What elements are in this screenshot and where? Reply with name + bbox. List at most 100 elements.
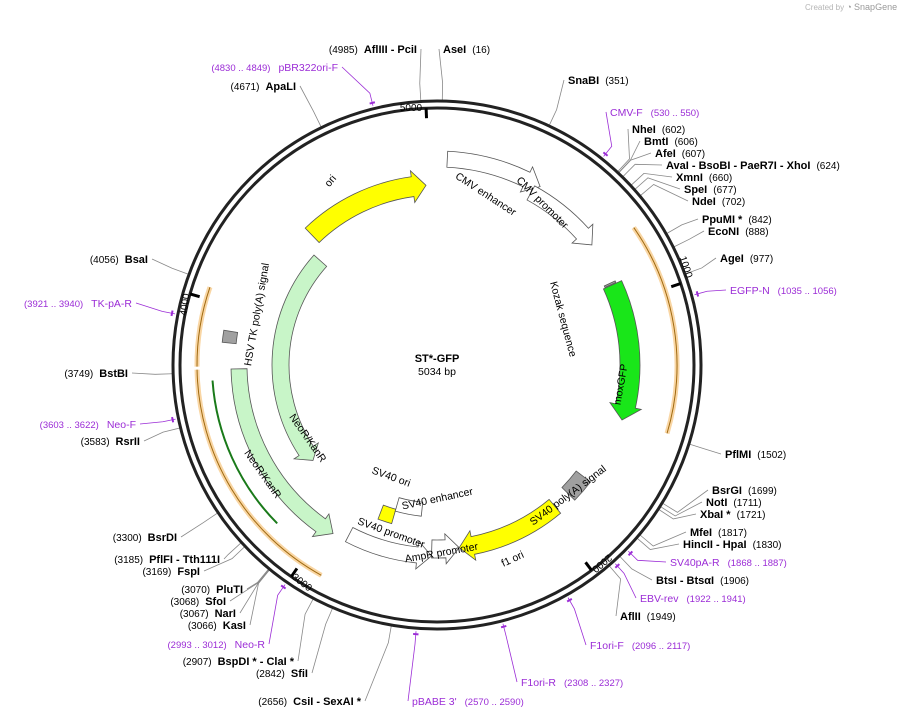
primer-label-neo-f: (3603 .. 3622)Neo-F: [40, 419, 136, 431]
site-line-nhei: [618, 129, 630, 171]
site-line-apali: [300, 86, 321, 127]
site-name: AgeI: [720, 253, 744, 265]
site-name: XmnI: [676, 172, 703, 184]
primer-name: pBABE 3': [412, 696, 457, 708]
snapgene-logo-icon: ◔: [846, 2, 851, 12]
primer-range: (2570 .. 2590): [465, 697, 524, 708]
site-name: BmtI: [644, 136, 668, 148]
site-position: (3067): [180, 609, 209, 620]
primer-name: EBV-rev: [640, 593, 679, 605]
site-position: (3070): [181, 585, 210, 596]
primer-line-neo-f: [140, 419, 176, 424]
primer-name: SV40pA-R: [670, 557, 720, 569]
site-label-btsi-bts-i: BtsI - BtsαI(1906): [656, 575, 749, 587]
site-label-kasi: (3066) KasI: [188, 620, 246, 632]
site-name: PflMI: [725, 449, 751, 461]
site-line-csii-sexai: [365, 626, 391, 701]
feature-label-sv40-enhancer: SV40 enhancer: [401, 486, 475, 513]
site-name: MfeI: [690, 527, 712, 539]
site-label-mfei: MfeI(1817): [690, 527, 747, 539]
site-name: AfeI: [655, 148, 676, 160]
site-line-econi: [674, 231, 704, 247]
site-position: (1830): [753, 540, 782, 551]
primer-label-f1ori-r: F1ori-R(2308 .. 2327): [521, 677, 623, 689]
site-label-sfii: (2842)SfiI: [256, 668, 308, 680]
site-label-apali: (4671)ApaLI: [231, 81, 296, 93]
primer-name: F1ori-F: [590, 640, 624, 652]
primer-label-f1ori-f: F1ori-F (2096 .. 2117): [590, 640, 690, 652]
primer-mark-neo-r: [281, 585, 285, 588]
primer-range: (1922 .. 1941): [687, 594, 746, 605]
site-name: BstBI: [99, 368, 128, 380]
site-name: KasI: [223, 620, 246, 632]
primer-name: Neo-F: [107, 419, 136, 431]
site-label-ppumi: PpuMI *(842): [702, 214, 772, 226]
site-line-aflii: [610, 566, 621, 616]
site-line-bsrdi: [181, 513, 217, 537]
feature-hsv-tk-poly-a-signal: [222, 330, 237, 343]
primer-label-neo-r: (2993 .. 3012)Neo-R: [168, 639, 266, 651]
site-position: (702): [722, 197, 745, 208]
site-position: (16): [472, 45, 490, 56]
feature-label-sv40-ori: SV40 ori: [370, 465, 412, 490]
site-name: RsrII: [116, 436, 140, 448]
site-line-spei: [635, 178, 680, 189]
site-position: (3066): [188, 621, 217, 632]
site-position: (660): [709, 173, 732, 184]
site-line-asei: [439, 49, 443, 100]
site-label-afei: AfeI(607): [655, 148, 705, 160]
site-name: NheI: [632, 124, 656, 136]
snapgene-credit: Created by ◔ SnapGene: [805, 2, 897, 12]
site-line-xbai: [659, 510, 696, 519]
primer-range: (530 .. 550): [651, 108, 700, 119]
site-name: FspI: [177, 566, 200, 578]
primer-name: TK-pA-R: [91, 298, 132, 310]
primer-mark-cmv-f: [603, 152, 607, 155]
primer-label-egfp-n: EGFP-N(1035 .. 1056): [730, 285, 837, 297]
site-line-sfii: [312, 608, 332, 673]
feature-label-ori: ori: [322, 173, 339, 190]
credit-prefix: Created by: [805, 3, 844, 12]
site-position: (1502): [757, 450, 786, 461]
site-label-bspdi-clai: (2907)BspDI * - ClaI *: [183, 656, 295, 668]
site-label-fspi: (3169)FspI: [142, 566, 200, 578]
primer-line-pbr322ori-f: [342, 67, 373, 106]
site-label-xbai: XbaI *(1721): [700, 509, 765, 521]
primer-range: (2096 .. 2117): [632, 641, 690, 652]
site-name: NdeI: [692, 196, 716, 208]
site-line-bstbi: [132, 373, 172, 374]
site-name: SnaBI: [568, 75, 599, 87]
orf-tk-arc: [197, 287, 210, 366]
site-label-rsrii: (3583)RsrII: [81, 436, 140, 448]
primer-range: (2993 .. 3012): [168, 640, 227, 651]
feature-label-f1-ori: f1 ori: [500, 549, 526, 570]
site-label-pflmi: PflMI (1502): [725, 449, 786, 461]
site-line-snabi: [549, 80, 564, 125]
site-name: EcoNI: [708, 226, 739, 238]
primer-range: (1868 .. 1887): [728, 558, 787, 569]
primer-mark-f1ori-f: [567, 599, 572, 602]
site-name: NarI: [215, 608, 236, 620]
primer-line-f1ori-f: [568, 598, 586, 645]
site-name: SpeI: [684, 184, 707, 196]
primer-name: CMV-F: [610, 107, 643, 119]
site-position: (3185): [114, 555, 143, 566]
site-line-rsrii: [144, 428, 180, 441]
site-position: (624): [816, 161, 839, 172]
primer-line-sv40pa-r: [628, 551, 666, 562]
site-name: BsaI: [125, 254, 148, 266]
site-name: BspDI * - ClaI *: [218, 656, 295, 668]
site-line-afliii-pcii: [420, 49, 421, 100]
site-label-aflii: AflII(1949): [620, 611, 676, 623]
site-label-bstbi: (3749)BstBI: [64, 368, 128, 380]
site-line-pflmi: [690, 444, 721, 454]
site-position: (842): [748, 215, 771, 226]
primer-line-f1ori-r: [503, 624, 517, 682]
primer-label-ebv-rev: EBV-rev (1922 .. 1941): [640, 593, 746, 605]
site-name: ApaLI: [265, 81, 296, 93]
site-name: SfoI: [205, 596, 226, 608]
tick-label-5000: 5000: [400, 103, 423, 114]
site-label-bmti: BmtI(606): [644, 136, 698, 148]
site-name: PflFI - Tth111I: [149, 554, 220, 566]
